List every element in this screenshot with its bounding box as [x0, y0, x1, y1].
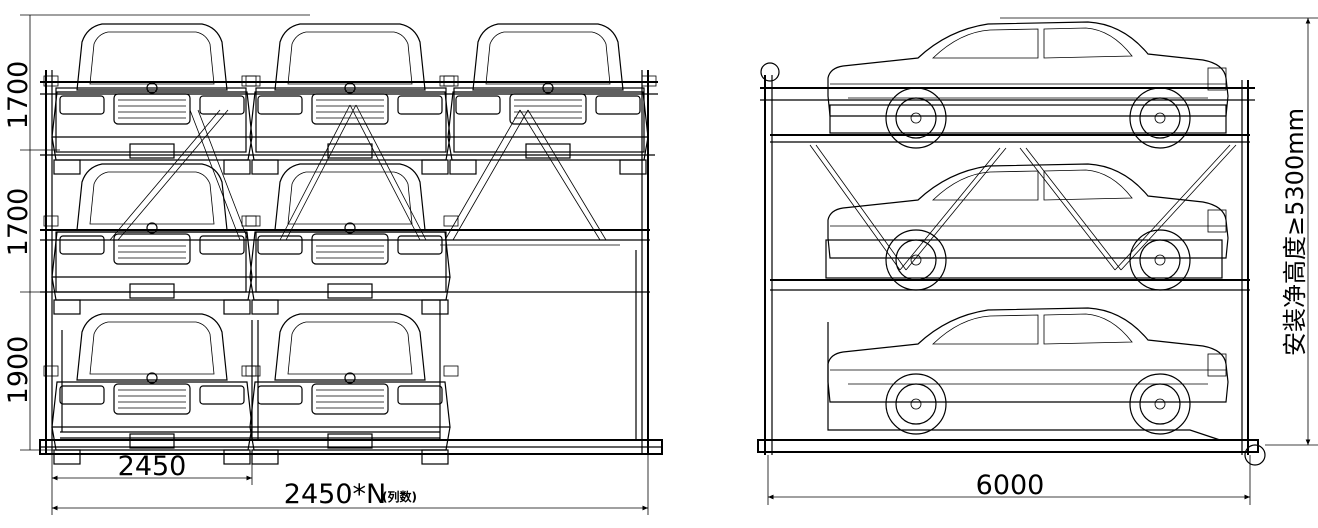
dim-row-height-bottom: 1900: [3, 336, 34, 405]
dim-side-length: 6000: [976, 470, 1045, 501]
dim-row-height-middle: 1700: [3, 188, 34, 257]
dim-bay-width: 2450: [118, 451, 187, 482]
side-length-dimension: 6000: [767, 455, 1251, 505]
dim-row-height-top: 1700: [3, 61, 34, 130]
front-width-dimensions: 2450 2450*N (列数): [51, 451, 649, 515]
front-height-dimensions: 1700 1700 1900: [3, 14, 310, 451]
dim-total-width-note: (列数): [382, 489, 417, 504]
side-view-cars: [827, 21, 1229, 435]
side-view-frame: [757, 62, 1266, 466]
side-height-dimension: 安装净高度≥5300mm: [1000, 17, 1318, 446]
front-top-pallets: [55, 87, 645, 153]
installation-clear-height-label: 安装净高度≥5300mm: [1281, 108, 1309, 356]
side-lifting-cables: [809, 144, 1237, 271]
front-lifting-cables: [109, 104, 620, 246]
dim-total-width: 2450*N: [284, 479, 386, 510]
front-view-cars: [43, 23, 657, 465]
front-view-frame: [39, 70, 663, 455]
